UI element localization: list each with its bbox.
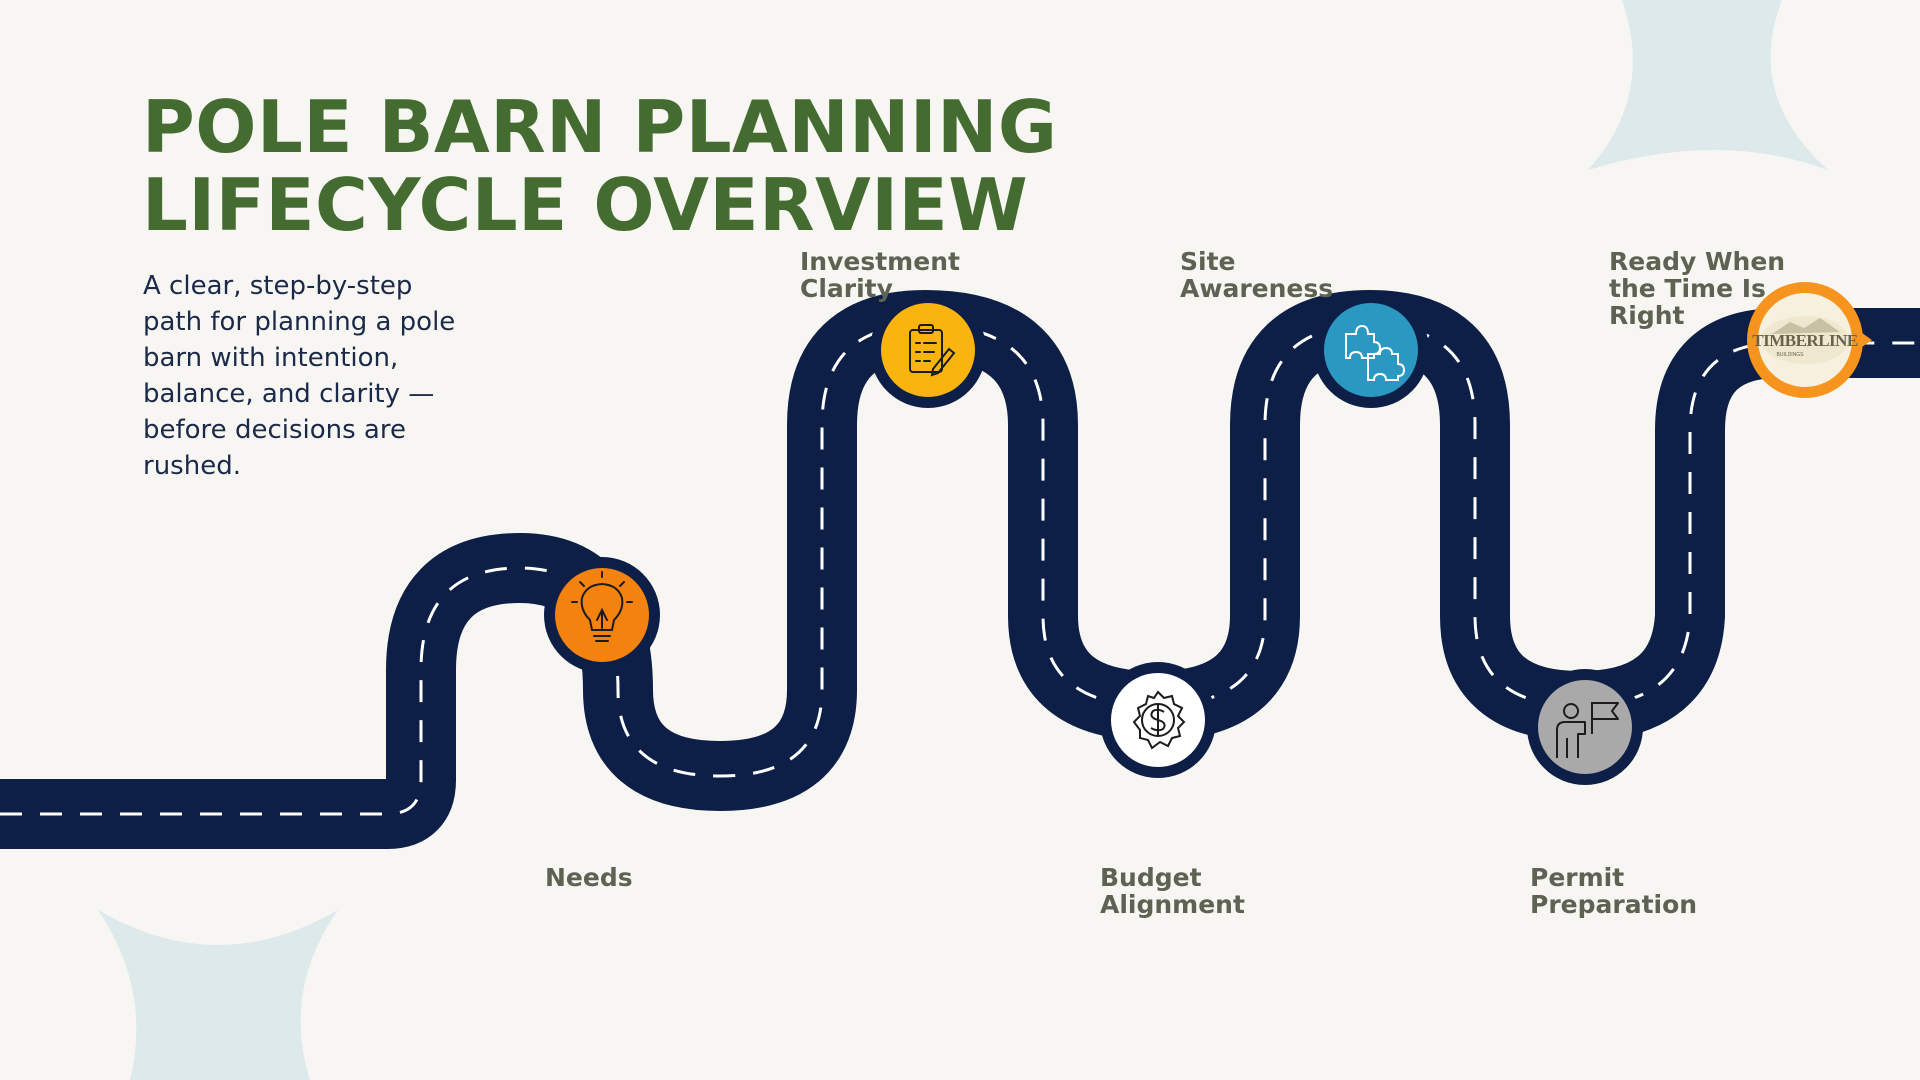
step-label-ready: Ready When the Time Is Right bbox=[1609, 247, 1786, 330]
dollar-seal-icon bbox=[1132, 690, 1186, 750]
person-flag-icon bbox=[1556, 702, 1619, 758]
step-investment-clarity-marker bbox=[870, 292, 986, 408]
puzzle-icon bbox=[1345, 324, 1406, 381]
title-line-2: LIFECYCLE OVERVIEW bbox=[142, 163, 1029, 247]
title-line-1: POLE BARN PLANNING bbox=[142, 85, 1058, 169]
lightbulb-icon bbox=[571, 571, 633, 642]
page-title: POLE BARN PLANNING LIFECYCLE OVERVIEW bbox=[142, 88, 1058, 244]
decor-shape-bottom-left bbox=[98, 910, 338, 1080]
step-budget-alignment-marker bbox=[1100, 662, 1216, 778]
decor-shape-top-right bbox=[1588, 0, 1828, 170]
step-label-budget-alignment: Budget Alignment bbox=[1100, 863, 1245, 919]
mountain-icon bbox=[1772, 318, 1840, 334]
step-label-site-awareness: Site Awareness bbox=[1180, 247, 1334, 303]
step-label-investment-clarity: Investment Clarity bbox=[800, 247, 960, 303]
logo-text: TIMBERLINE bbox=[1752, 331, 1858, 350]
step-site-awareness-marker bbox=[1313, 292, 1429, 408]
logo-subtext: BUILDINGS bbox=[1777, 352, 1805, 358]
description: A clear, step-by-step path for planning … bbox=[143, 271, 456, 481]
clipboard-pencil-icon bbox=[909, 324, 956, 377]
step-permit-preparation-marker bbox=[1527, 669, 1643, 785]
step-ready-marker: TIMBERLINE BUILDINGS bbox=[1747, 282, 1872, 398]
step-label-permit-preparation: Permit Preparation bbox=[1530, 863, 1698, 919]
step-label-needs: Needs bbox=[545, 863, 633, 892]
step-needs-marker bbox=[544, 557, 660, 673]
